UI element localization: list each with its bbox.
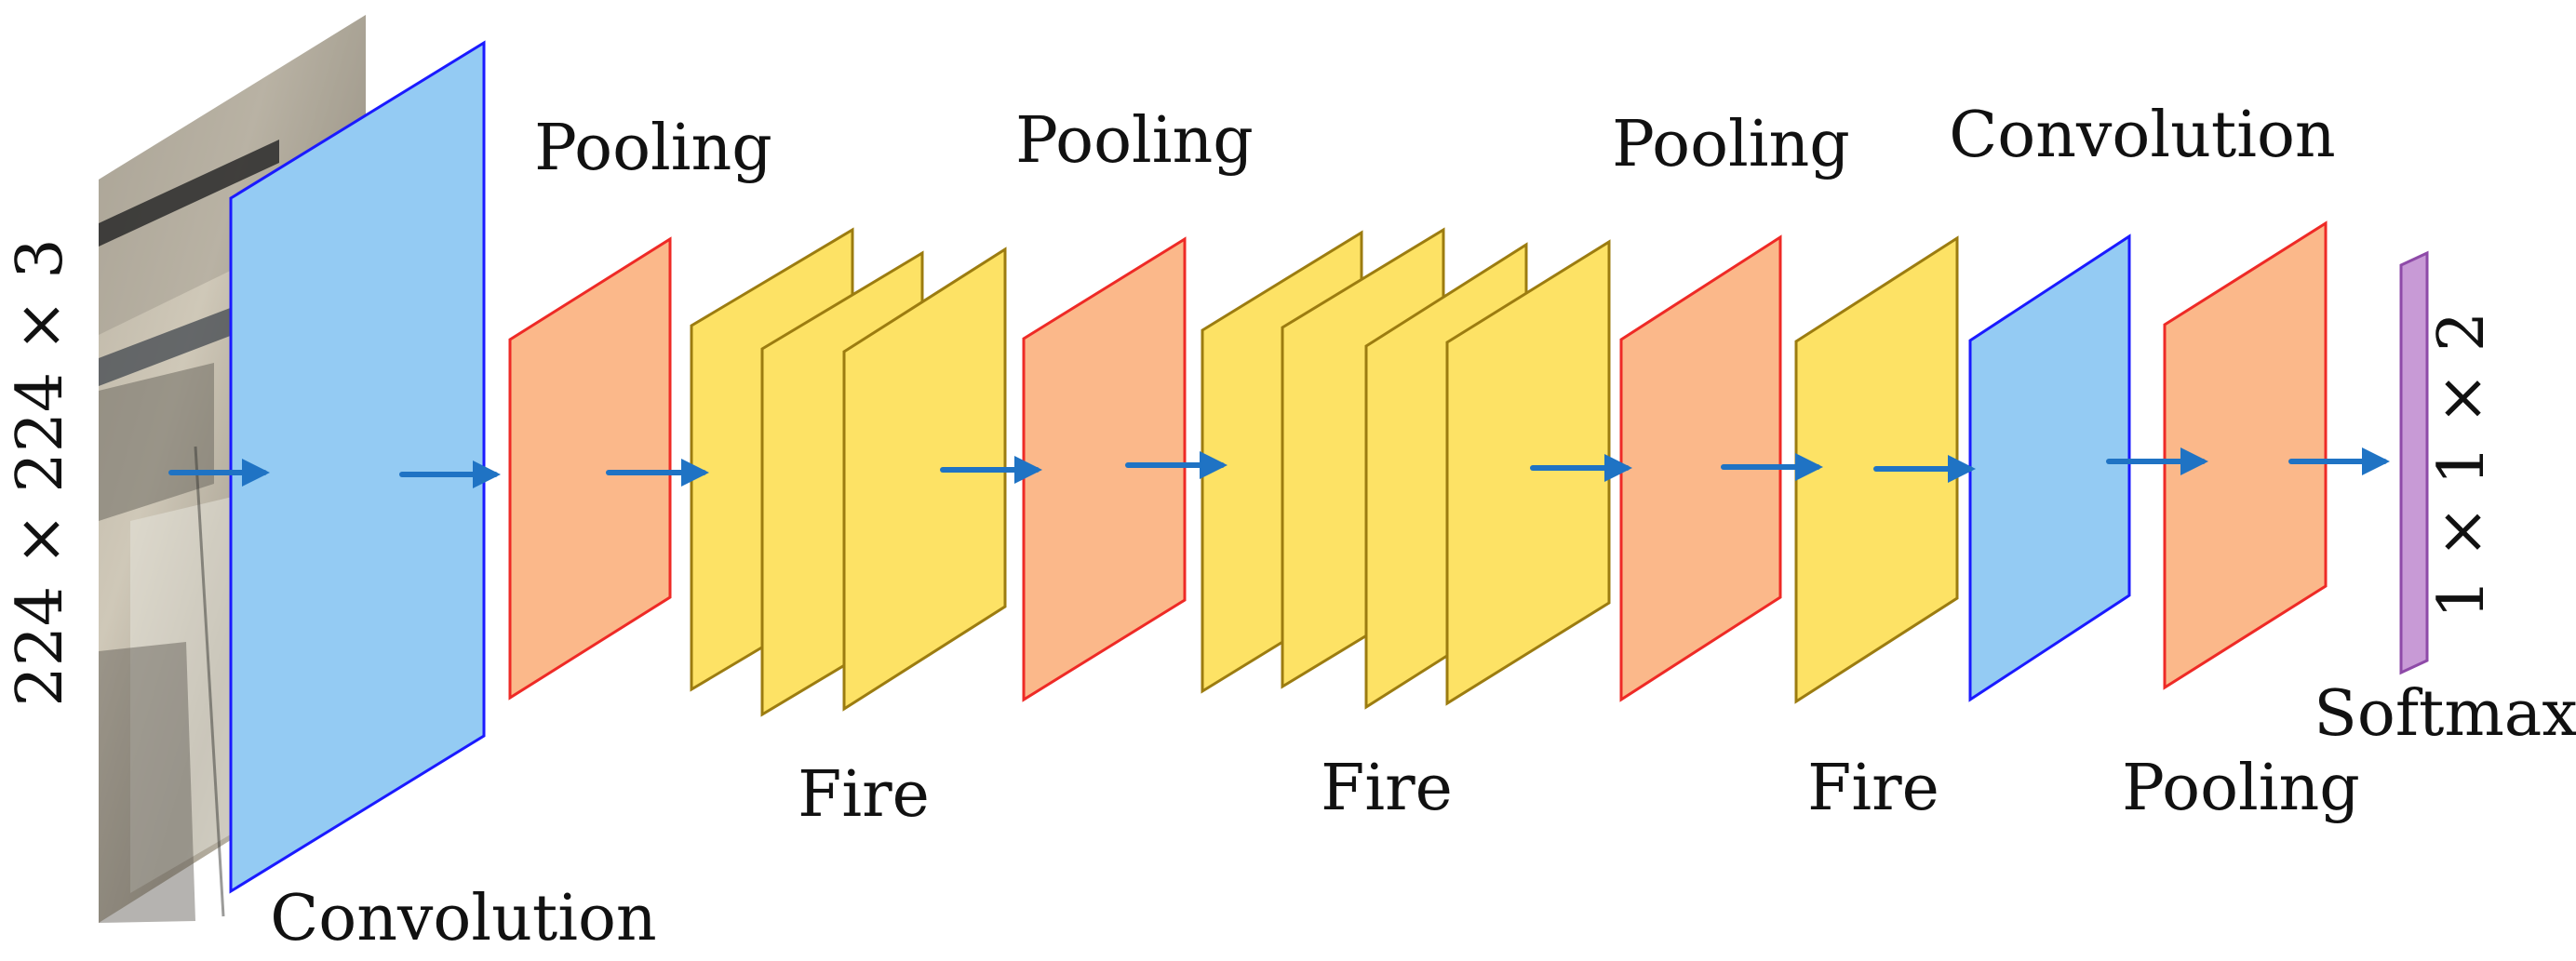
- pooling-layer-2: [1022, 236, 1187, 702]
- output-size-label: 1 × 1 × 2: [2425, 312, 2499, 619]
- label-pooling-2: Pooling: [1015, 104, 1254, 178]
- convolution-layer-1: [229, 40, 486, 894]
- label-fire-1: Fire: [798, 758, 930, 832]
- fire-sheet: [1445, 239, 1611, 706]
- label-pooling-1: Pooling: [534, 112, 772, 185]
- fire-sheet: [842, 247, 1007, 712]
- fire-block-2: [1201, 227, 1611, 710]
- label-convolution-1: Convolution: [270, 882, 656, 955]
- softmax-label: Softmax: [2314, 677, 2576, 751]
- fire-block-1: [690, 227, 1007, 717]
- softmax-output: [2399, 250, 2429, 675]
- pooling-layer-4: [2163, 220, 2328, 690]
- label-fire-2: Fire: [1321, 752, 1453, 825]
- flow-arrows: [168, 447, 2390, 488]
- label-pooling-3: Pooling: [1612, 108, 1850, 181]
- pooling-layer-1: [508, 236, 672, 701]
- label-pooling-4: Pooling: [2122, 752, 2360, 825]
- label-convolution-2: Convolution: [1949, 99, 2335, 172]
- convolution-layer-2: [1968, 234, 2131, 702]
- label-fire-3: Fire: [1807, 752, 1939, 825]
- input-size-label: 224 × 224 × 3: [4, 238, 77, 706]
- pooling-layer-3: [1619, 234, 1782, 702]
